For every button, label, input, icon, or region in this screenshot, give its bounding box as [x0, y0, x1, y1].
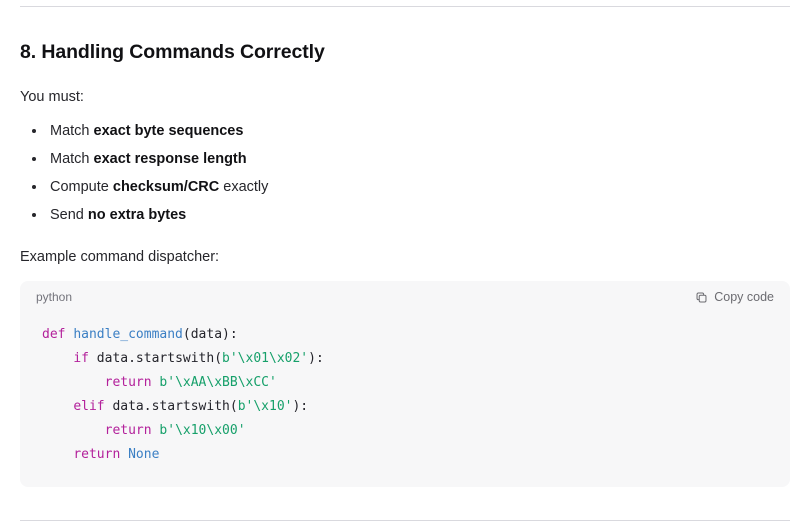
list-item: Compute checksum/CRC exactly — [20, 177, 790, 197]
code-token — [42, 375, 105, 390]
intro-text: You must: — [20, 89, 84, 105]
list-item-strong: exact response length — [93, 151, 247, 167]
list-item: Match exact byte sequences — [20, 121, 790, 141]
copy-code-label: Copy code — [714, 290, 774, 304]
list-item-prefix: Send — [50, 207, 88, 223]
list-item-prefix: Compute — [50, 179, 113, 195]
code-token: ): — [308, 351, 324, 366]
code-token: b'\x10\x00' — [159, 423, 246, 438]
code-token: b'\x01\x02' — [222, 351, 309, 366]
code-block-header: python Copy code — [20, 281, 790, 309]
code-token — [42, 423, 105, 438]
article-content: 8. Handling Commands Correctly You must:… — [0, 39, 810, 487]
code-token: data.startswith( — [96, 351, 223, 366]
list-item-strong: exact byte sequences — [93, 123, 244, 139]
code-token: b'\x10' — [237, 399, 293, 414]
code-token: None — [128, 447, 160, 462]
code-token: def — [42, 327, 74, 342]
example-caption: Example command dispatcher: — [20, 249, 220, 265]
code-token: b'\xAA\xBB\xCC' — [159, 375, 277, 390]
document-page: 8. Handling Commands Correctly You must:… — [0, 6, 810, 526]
code-token: ): — [292, 399, 309, 414]
code-token: if — [73, 351, 97, 366]
page-title: 8. Handling Commands Correctly — [20, 41, 325, 63]
list-item-strong: no extra bytes — [87, 207, 187, 223]
bottom-divider — [20, 520, 790, 521]
list-item: Send no extra bytes — [20, 205, 790, 225]
code-token: data.startswith( — [112, 399, 238, 414]
code-token — [42, 351, 73, 366]
code-token: return — [104, 375, 160, 390]
bullet-icon — [32, 157, 36, 161]
top-divider — [20, 6, 790, 7]
code-token — [42, 399, 73, 414]
list-item: Match exact response length — [20, 149, 790, 169]
list-item-suffix: exactly — [219, 179, 269, 195]
bullet-icon — [32, 185, 36, 189]
requirements-list: Match exact byte sequences Match exact r… — [20, 121, 790, 225]
list-item-prefix: Match — [50, 123, 94, 139]
code-block: python Copy code def handle_command(data… — [20, 281, 790, 487]
code-language-label: python — [36, 290, 73, 304]
copy-icon — [695, 291, 708, 304]
code-token: handle_command — [73, 327, 183, 342]
code-content[interactable]: def handle_command(data): if data.starts… — [20, 309, 790, 487]
copy-code-button[interactable]: Copy code — [695, 290, 774, 304]
code-token: return — [104, 423, 160, 438]
list-item-strong: checksum/CRC — [112, 179, 220, 195]
code-token — [42, 447, 73, 462]
bullet-icon — [32, 213, 36, 217]
code-token: (data): — [182, 327, 238, 342]
list-item-prefix: Match — [50, 151, 94, 167]
code-token: return — [73, 447, 129, 462]
code-token: elif — [73, 399, 113, 414]
bullet-icon — [32, 129, 36, 133]
